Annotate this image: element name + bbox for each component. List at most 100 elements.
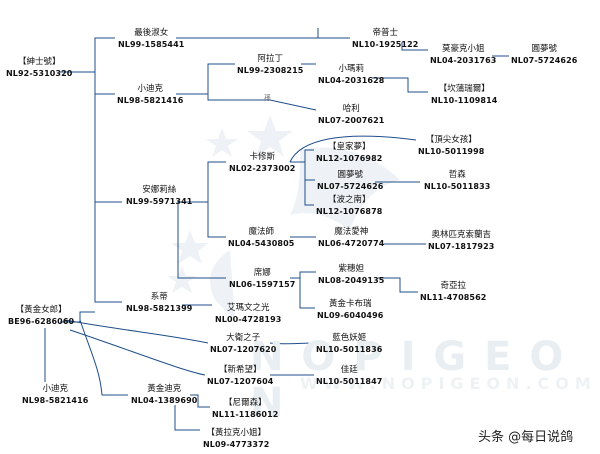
node-id: NL02-2373002 [229, 164, 296, 173]
node-name: 【新希望】 [218, 365, 262, 375]
node-name: 最後淑女 [134, 28, 169, 38]
node-xiaodike: 小迪克 NL98-5821416 [117, 84, 183, 106]
node-dream-top: 圓夢號 NL07-5724626 [511, 44, 577, 66]
connector-label: 孫 [264, 94, 271, 102]
node-jiata: 佳廷 NL10-5011847 [316, 365, 382, 387]
node-id: NL92-5310320 [6, 69, 73, 78]
node-name: 【坎蒲瑞爾】 [438, 84, 490, 94]
node-name: 莫豪克小姐 [441, 44, 485, 54]
line-xiaodike-hali [207, 94, 317, 111]
node-name: 哲森 [448, 170, 466, 180]
node-name: 【黃拉克小姐】 [206, 428, 266, 438]
line-gentleman-xiaodike [94, 72, 115, 95]
node-name: 【皇家夢】 [327, 142, 371, 152]
node-id: NL00-4728193 [215, 315, 282, 324]
node-topgirl: 【頂尖女孩】 NL10-5011998 [418, 135, 484, 157]
node-id: NL07-1207620 [210, 345, 277, 354]
node-name: 卡修斯 [249, 152, 275, 162]
node-id: NL10-1109814 [431, 96, 498, 105]
node-id: NL04-5430805 [228, 239, 295, 248]
line-golden-dawei [64, 319, 209, 344]
connector-lines [44, 28, 509, 431]
line-qiongna-huangjinkabu [299, 278, 315, 309]
node-name: 【紳士號】 [17, 57, 61, 67]
node-huangjinkabu: 黃金卡布瑞 NL09-6040496 [317, 299, 383, 321]
node-name: 大衛之子 [226, 333, 261, 343]
node-id: NL04-2031763 [430, 56, 497, 65]
node-id: NL11-1186012 [212, 410, 279, 419]
node-id: NL99-5971341 [126, 197, 193, 206]
node-id: NL04-1389690 [131, 396, 198, 405]
node-name: 圓夢號 [337, 170, 363, 180]
node-moxi: 莫豪克小姐 NL04-2031763 [430, 44, 496, 66]
node-name: 藍色妖姬 [332, 333, 367, 343]
node-yuanmeng: 圓夢號 NL07-5724626 [317, 170, 383, 192]
node-name: 魔法愛神 [334, 227, 369, 237]
node-id: NL11-4708562 [420, 293, 487, 302]
node-qiongna: 席娜 NL06-1597157 [229, 268, 295, 290]
node-id: NL98-5821416 [117, 96, 184, 105]
line-kaxiusi-bozhinan [304, 180, 314, 206]
node-id: NL06-4720774 [318, 239, 385, 248]
node-id: NL10-5011847 [316, 377, 383, 386]
node-name: 【尼爾森】 [223, 398, 267, 408]
node-id: NL98-5821399 [126, 304, 193, 313]
node-id: NL10-5011833 [424, 182, 491, 191]
node-id: BE96-6286060 [8, 317, 75, 326]
line-anlisi-qiongna [177, 202, 226, 279]
line-golden-huangjindike [79, 319, 128, 396]
node-name: 席娜 [253, 268, 271, 278]
node-id: NL99-2308215 [237, 66, 304, 75]
node-name: 【波之南】 [327, 195, 371, 205]
line-lastwitch-emperor [176, 28, 319, 39]
node-mofaaishen: 魔法愛神 NL06-4720774 [318, 227, 384, 249]
node-golden: 【黃金女郎】 BE96-6286060 [8, 305, 74, 327]
node-id: NL98-5821416 [22, 396, 89, 405]
node-id: NL07-1817923 [428, 242, 495, 251]
node-name: 黃金迪克 [147, 384, 182, 394]
node-name: 【頂尖女孩】 [425, 135, 477, 145]
node-aimawen: 艾瑪文之光 NL00-4728193 [215, 303, 281, 325]
node-id: NL07-1207604 [207, 377, 274, 386]
node-kaxiusi: 卡修斯 NL02-2373002 [229, 152, 295, 174]
node-xinxiwang: 【新希望】 NL07-1207604 [207, 365, 273, 387]
line-huangjindike-nierbai [190, 394, 210, 408]
node-huangjindike: 黃金迪克 NL04-1389690 [131, 384, 197, 406]
node-aladdin: 阿拉丁 NL99-2308215 [237, 54, 303, 76]
node-qiyala: 奇亞拉 NL11-4708562 [420, 281, 486, 303]
node-id: NL09-6040496 [317, 311, 384, 320]
node-xiaodike2: 小迪克 NL98-5821416 [22, 384, 88, 406]
node-name: 奇亞拉 [440, 281, 466, 291]
node-id: NL06-1597157 [229, 280, 296, 289]
node-name: 奧林匹克索蘭吉 [431, 230, 491, 240]
node-name: 艾瑪文之光 [226, 303, 270, 313]
node-mofashi: 魔法師 NL04-5430805 [228, 227, 294, 249]
line-anlisi-kaxiusi [178, 161, 226, 203]
node-name: 黃金卡布瑞 [328, 299, 372, 309]
node-zhesen: 哲森 NL10-5011833 [424, 170, 490, 192]
node-zisuiri: 紫穗妲 NL08-2049135 [318, 264, 384, 286]
line-emperor-moxi [401, 42, 428, 51]
node-aolinpike: 奧林匹克索蘭吉 NL07-1817923 [428, 230, 494, 252]
node-id: NL10-5011998 [418, 147, 485, 156]
watermark-text: N O P I G E O N [250, 334, 566, 426]
line-zisuiri-qiyala [378, 277, 418, 293]
watermark-shapes [167, 115, 400, 320]
node-emperor: 帝普士 NL10-1925122 [352, 28, 418, 50]
node-id: NL12-1076982 [316, 154, 383, 163]
node-xiaomali: 小瑪莉 NL04-2031628 [318, 64, 384, 86]
node-id: NL99-1585441 [118, 40, 185, 49]
line-kaxiusi-topgirl [289, 135, 417, 163]
node-name: 圓夢號 [531, 44, 557, 54]
node-name: 帝普士 [372, 28, 398, 38]
node-id: NL12-1076878 [316, 207, 383, 216]
line-golden-top [60, 311, 95, 323]
line-kaxiusi-imperial [290, 149, 314, 163]
node-name: 安娜莉絲 [142, 185, 177, 195]
node-zidi: 系蒂 NL98-5821399 [126, 292, 192, 314]
node-kanpu: 【坎蒲瑞爾】 NL10-1109814 [431, 84, 497, 106]
watermark-subtext: WWW.NOPIGEON.COM [300, 374, 597, 393]
node-lanse: 藍色妖姬 NL10-5011836 [316, 333, 382, 355]
node-id: NL09-4773372 [203, 440, 270, 449]
